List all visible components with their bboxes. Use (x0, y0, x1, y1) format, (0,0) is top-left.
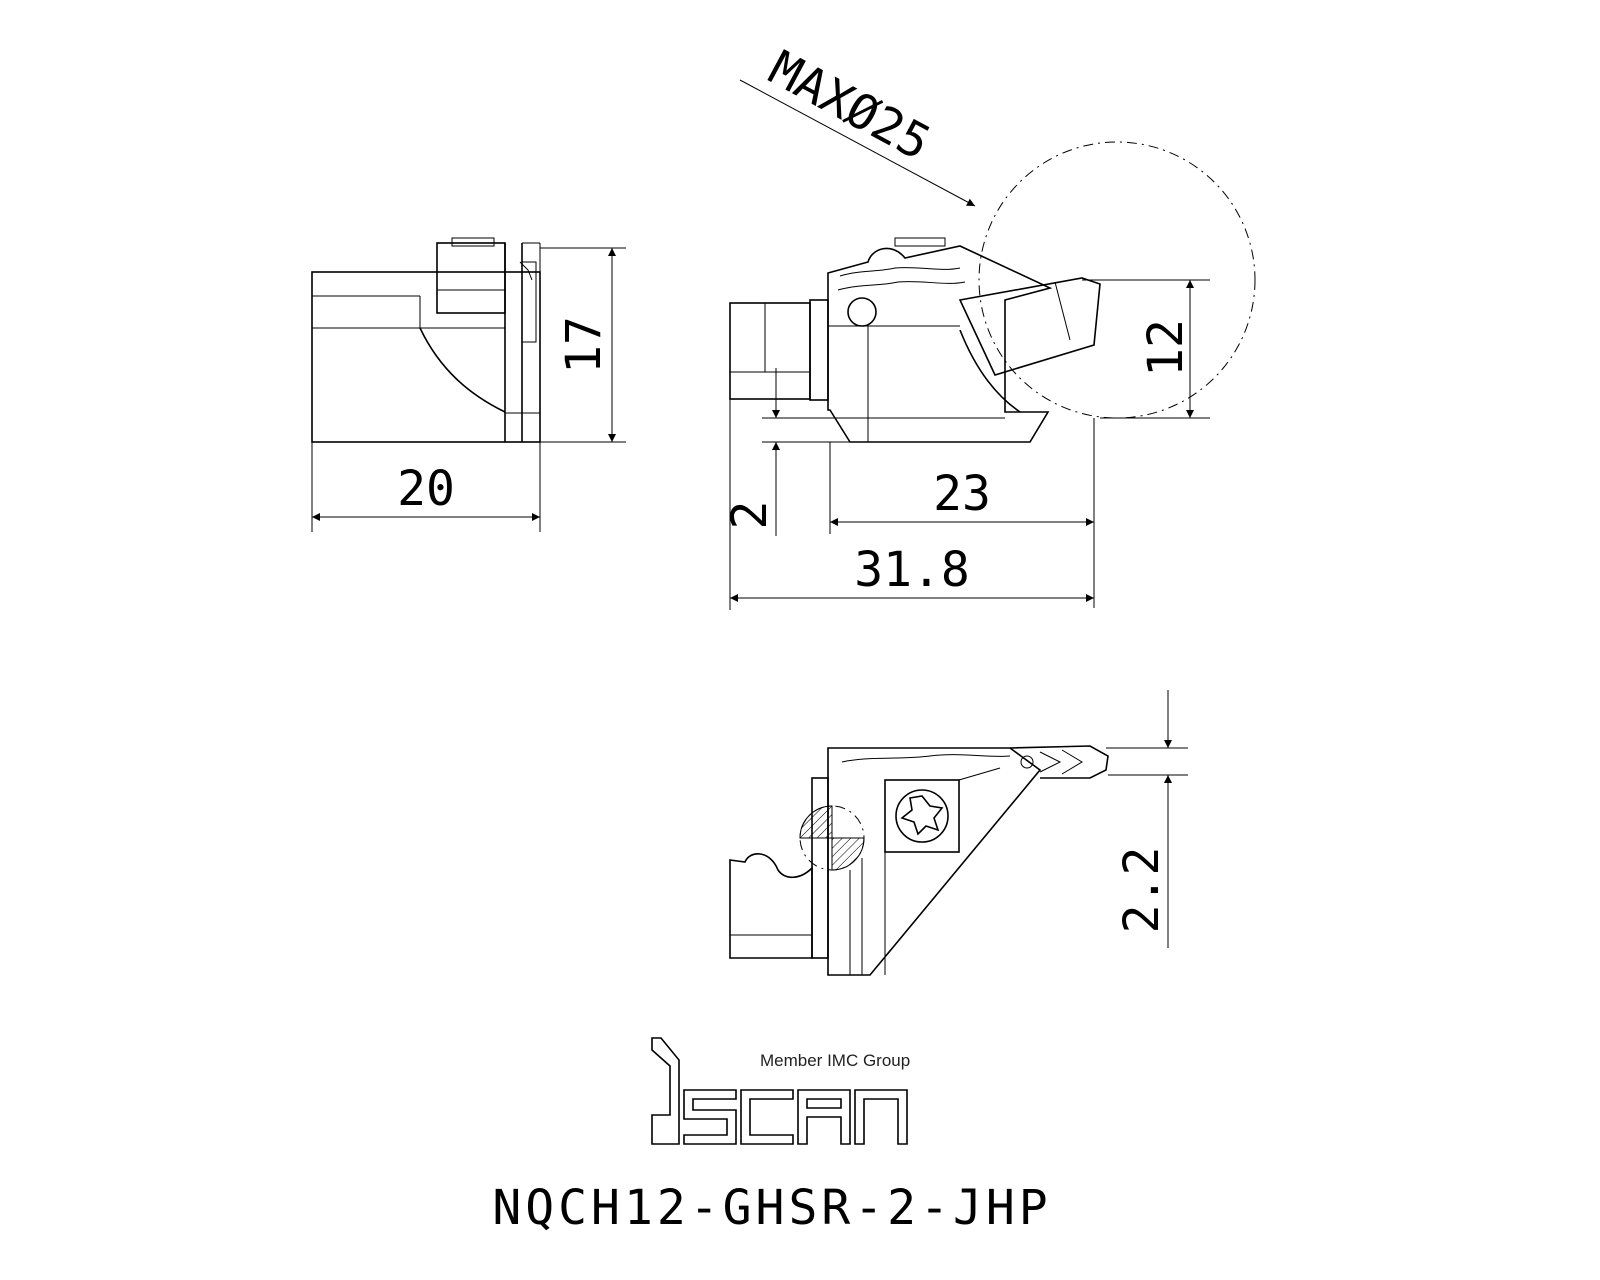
dim-label-max-diameter: MAXØ25 (760, 40, 939, 171)
dim-top-offset: 2.2 (1106, 690, 1188, 948)
dim-front-inner-width: 23 (829, 418, 1095, 608)
dim-front-height: 12 (1082, 279, 1210, 419)
dim-side-height: 17 (540, 247, 626, 443)
dim-label-12: 12 (1138, 319, 1194, 377)
dim-front-offset: 2 (722, 368, 1005, 536)
logo-letter-c (740, 1089, 794, 1145)
dim-label-20: 20 (397, 461, 455, 517)
logo-letter-s (683, 1089, 737, 1145)
dim-label-2: 2 (722, 501, 778, 530)
front-view (729, 237, 1101, 443)
side-view (311, 237, 541, 443)
top-view (729, 745, 1109, 976)
logo-letter-r (854, 1089, 908, 1145)
dim-label-2-2: 2.2 (1114, 847, 1170, 934)
brand-logo: Member IMC Group (651, 1037, 910, 1145)
dim-label-23: 23 (933, 466, 991, 522)
dim-label-31-8: 31.8 (854, 542, 970, 598)
dim-label-17: 17 (556, 316, 612, 374)
logo-tagline: Member IMC Group (760, 1051, 910, 1070)
dim-side-width: 20 (311, 442, 541, 532)
part-number: NQCH12-GHSR-2-JHP (492, 1180, 1051, 1236)
logo-letter-i (651, 1037, 680, 1145)
dim-front-total-width: 31.8 (729, 399, 1094, 610)
logo-letter-a (797, 1089, 851, 1145)
